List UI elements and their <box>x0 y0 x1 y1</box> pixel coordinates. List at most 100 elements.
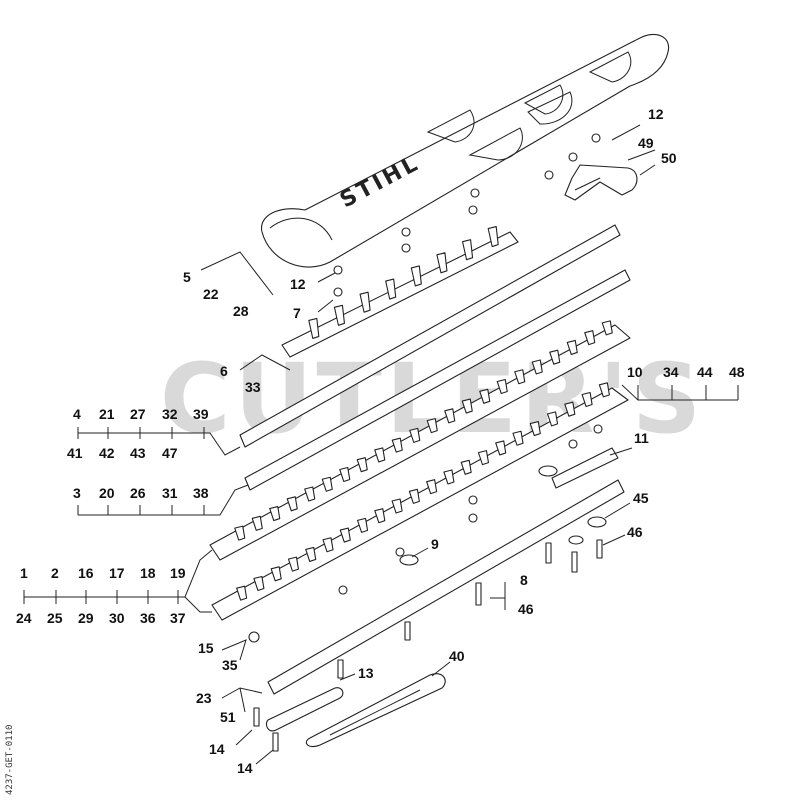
blade-tooth <box>436 252 448 274</box>
blade-tooth <box>495 440 507 456</box>
washers <box>248 424 607 643</box>
blade-tooth <box>598 382 610 398</box>
label-39: 39 <box>193 406 209 422</box>
upper-blade <box>209 320 631 561</box>
label-6: 6 <box>220 363 228 379</box>
blade-tooth <box>479 388 491 404</box>
label-31: 31 <box>162 485 178 501</box>
blade-tooth <box>584 330 596 346</box>
blade-tooth <box>385 278 397 300</box>
blade-tooth <box>305 546 317 562</box>
label-8: 8 <box>520 572 528 588</box>
blade-protector <box>281 226 519 358</box>
label-15: 15 <box>198 640 214 656</box>
plate-11 <box>551 447 619 489</box>
blade-tooth <box>322 537 334 553</box>
blade-tooth <box>339 527 351 543</box>
blade-tooth <box>374 508 386 524</box>
label-51: 51 <box>220 709 236 725</box>
screws <box>253 539 603 752</box>
label-45: 45 <box>633 490 649 506</box>
label-19: 19 <box>170 565 186 581</box>
blade-tooth <box>356 457 368 473</box>
label-29: 29 <box>78 610 94 626</box>
label-27: 27 <box>130 406 146 422</box>
blade-tooth <box>410 265 422 287</box>
label-35: 35 <box>222 657 238 673</box>
upper-bar <box>239 224 621 448</box>
blade-tooth <box>270 566 282 582</box>
blade-tooth <box>443 469 455 485</box>
blade-tooth <box>374 447 386 463</box>
label-12-middle: 12 <box>290 276 306 292</box>
blade-tooth <box>566 339 578 355</box>
blade-tooth <box>339 466 351 483</box>
label-13: 13 <box>358 665 374 681</box>
label-43: 43 <box>130 445 146 461</box>
blade-tooth <box>531 359 543 375</box>
label-14-a: 14 <box>209 741 225 757</box>
side-reference: 4237-GET-0110 <box>5 725 15 795</box>
label-23: 23 <box>196 690 212 706</box>
label-5: 5 <box>183 269 191 285</box>
label-37: 37 <box>170 610 186 626</box>
hardware-nuts <box>333 133 601 297</box>
label-1: 1 <box>20 565 28 581</box>
label-17: 17 <box>109 565 125 581</box>
blade-tooth <box>529 421 541 437</box>
label-10: 10 <box>627 364 643 380</box>
blade-tooth <box>564 401 576 417</box>
blade-tooth <box>426 418 438 434</box>
label-25: 25 <box>47 610 63 626</box>
blade-tooth <box>409 427 421 443</box>
blade-tooth <box>286 496 298 512</box>
label-46-mid: 46 <box>518 601 534 617</box>
label-14-b: 14 <box>237 760 253 776</box>
blade-tooth <box>426 479 438 495</box>
blade-tooth <box>253 575 265 592</box>
label-16: 16 <box>78 565 94 581</box>
label-30: 30 <box>109 610 125 626</box>
blade-tooth <box>549 349 561 365</box>
label-4: 4 <box>73 406 81 422</box>
label-3: 3 <box>73 485 81 501</box>
guide-40 <box>305 673 446 748</box>
blade-tooth <box>462 239 474 261</box>
blade-tooth <box>581 391 593 408</box>
label-2: 2 <box>51 565 59 581</box>
label-50: 50 <box>661 150 677 166</box>
blade-tooth <box>391 498 403 514</box>
blade-tooth <box>477 450 490 466</box>
blade-tooth <box>356 517 369 533</box>
blade-tooth <box>304 486 316 502</box>
blade-tooth <box>333 304 345 326</box>
callout-labels: 5 22 28 12 49 50 12 7 6 33 4 21 27 32 39… <box>16 106 745 776</box>
label-44: 44 <box>697 364 713 380</box>
label-47: 47 <box>162 445 178 461</box>
label-26: 26 <box>130 485 146 501</box>
label-33: 33 <box>245 379 261 395</box>
blade-tooth <box>460 459 472 475</box>
blade-tooth <box>546 411 559 427</box>
blade-tooth <box>496 378 508 395</box>
label-41: 41 <box>67 445 83 461</box>
label-20: 20 <box>99 485 115 501</box>
blade-tooth <box>308 317 320 339</box>
label-34: 34 <box>663 364 679 380</box>
blade-tooth <box>461 398 473 414</box>
label-7: 7 <box>293 305 301 321</box>
label-24: 24 <box>16 610 32 626</box>
label-11: 11 <box>634 430 649 446</box>
label-32: 32 <box>162 406 178 422</box>
blade-tooth <box>487 226 499 248</box>
leader-lines <box>23 124 739 765</box>
blade-tooth <box>269 506 281 522</box>
label-21: 21 <box>99 406 115 422</box>
label-38: 38 <box>193 485 209 501</box>
label-12-upper: 12 <box>648 106 664 122</box>
blade-tooth <box>234 525 246 541</box>
blade-tooth <box>444 408 456 424</box>
blade-tooth <box>391 437 403 453</box>
blade-tooth <box>321 476 333 492</box>
